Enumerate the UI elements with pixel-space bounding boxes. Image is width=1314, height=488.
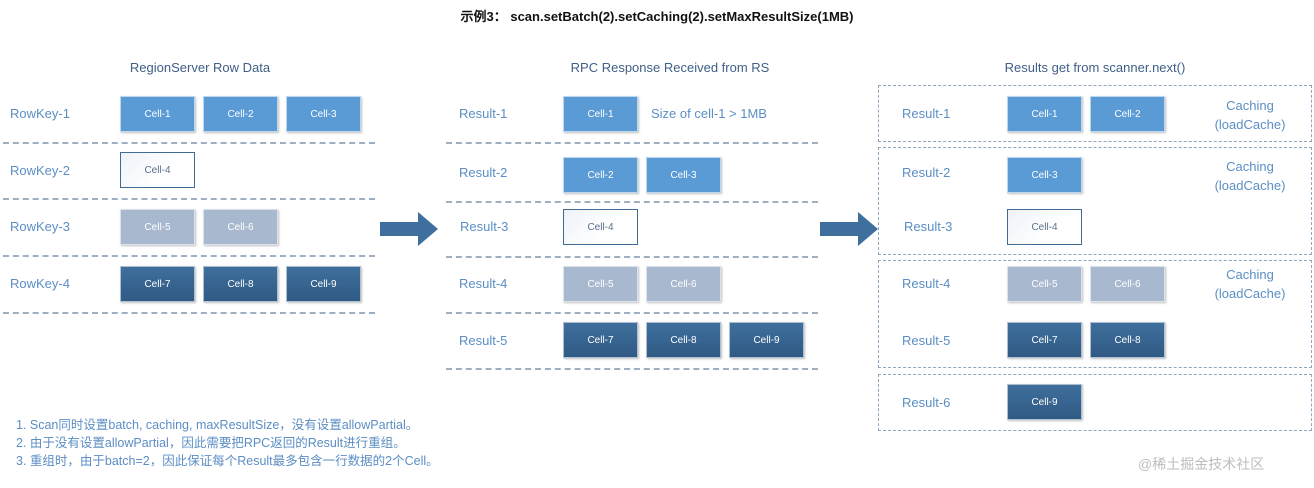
notes: 1. Scan同时设置batch, caching, maxResultSize… <box>16 416 439 470</box>
cell-block: Cell-4 <box>120 152 195 188</box>
result-label: Result-6 <box>902 395 951 410</box>
cell-block: Cell-2 <box>203 96 278 132</box>
size-note: Size of cell-1 > 1MB <box>651 106 767 121</box>
cell-block: Cell-9 <box>286 266 361 302</box>
row-separator <box>446 201 818 203</box>
cell-block: Cell-2 <box>1090 96 1165 132</box>
result-label: Result-4 <box>902 276 951 291</box>
arrow-right-icon <box>380 212 438 246</box>
row-separator <box>446 368 818 370</box>
cell-block: Cell-3 <box>646 157 721 193</box>
row-label: RowKey-2 <box>10 163 70 178</box>
cell-block: Cell-3 <box>1007 157 1082 193</box>
cell-block: Cell-9 <box>1007 384 1082 420</box>
note-line: 1. Scan同时设置batch, caching, maxResultSize… <box>16 418 419 432</box>
result-label: Result-4 <box>459 276 508 291</box>
cell-block: Cell-6 <box>646 266 721 302</box>
cell-block: Cell-4 <box>563 209 638 245</box>
row-label: RowKey-1 <box>10 106 70 121</box>
arrow-right-icon <box>820 212 878 246</box>
cache-group-1 <box>878 85 1312 142</box>
cell-block: Cell-5 <box>563 266 638 302</box>
result-label: Result-5 <box>459 333 508 348</box>
left-panel-title: RegionServer Row Data <box>129 60 271 75</box>
caching-text: Caching <box>1226 267 1274 282</box>
row-separator <box>446 142 818 144</box>
caching-label: Caching (loadCache) <box>1205 96 1295 134</box>
cell-block: Cell-6 <box>203 209 278 245</box>
middle-panel-title: RPC Response Received from RS <box>570 60 770 75</box>
cell-block: Cell-8 <box>203 266 278 302</box>
row-separator <box>446 256 818 258</box>
row-separator <box>446 312 818 314</box>
cache-group-3 <box>878 260 1312 368</box>
cell-block: Cell-7 <box>563 322 638 358</box>
cell-block: Cell-7 <box>1007 322 1082 358</box>
cell-block: Cell-8 <box>1090 322 1165 358</box>
cell-block: Cell-4 <box>1007 209 1082 245</box>
cell-block: Cell-2 <box>563 157 638 193</box>
diagram-title: 示例3： scan.setBatch(2).setCaching(2).setM… <box>460 9 854 24</box>
row-separator <box>3 198 375 200</box>
result-label: Result-2 <box>902 165 951 180</box>
caching-label: Caching (loadCache) <box>1205 157 1295 195</box>
cell-block: Cell-5 <box>1007 266 1082 302</box>
cell-block: Cell-8 <box>646 322 721 358</box>
cell-block: Cell-7 <box>120 266 195 302</box>
row-separator <box>3 255 375 257</box>
note-line: 3. 重组时，由于batch=2，因此保证每个Result最多包含一行数据的2个… <box>16 454 439 468</box>
caching-label: Caching (loadCache) <box>1205 265 1295 303</box>
result-label: Result-5 <box>902 333 951 348</box>
cell-block: Cell-9 <box>729 322 804 358</box>
loadcache-text: (loadCache) <box>1214 117 1286 132</box>
right-panel-title: Results get from scanner.next() <box>1004 60 1186 75</box>
cell-block: Cell-5 <box>120 209 195 245</box>
row-label: RowKey-3 <box>10 219 70 234</box>
note-line: 2. 由于没有设置allowPartial，因此需要把RPC返回的Result进… <box>16 436 406 450</box>
loadcache-text: (loadCache) <box>1214 178 1286 193</box>
caching-text: Caching <box>1226 159 1274 174</box>
cache-group-2 <box>878 147 1312 255</box>
row-label: RowKey-4 <box>10 276 70 291</box>
cell-block: Cell-3 <box>286 96 361 132</box>
cell-block: Cell-1 <box>1007 96 1082 132</box>
result-label: Result-2 <box>459 165 508 180</box>
row-separator <box>3 312 375 314</box>
caching-text: Caching <box>1226 98 1274 113</box>
result-label: Result-3 <box>460 219 509 234</box>
cache-group-4 <box>878 374 1312 431</box>
cell-block: Cell-1 <box>563 96 638 132</box>
result-label: Result-3 <box>904 219 953 234</box>
cell-block: Cell-1 <box>120 96 195 132</box>
result-label: Result-1 <box>459 106 508 121</box>
result-label: Result-1 <box>902 106 951 121</box>
watermark: @稀土掘金技术社区 <box>1138 456 1265 472</box>
row-separator <box>3 142 375 144</box>
cell-block: Cell-6 <box>1090 266 1165 302</box>
loadcache-text: (loadCache) <box>1214 286 1286 301</box>
